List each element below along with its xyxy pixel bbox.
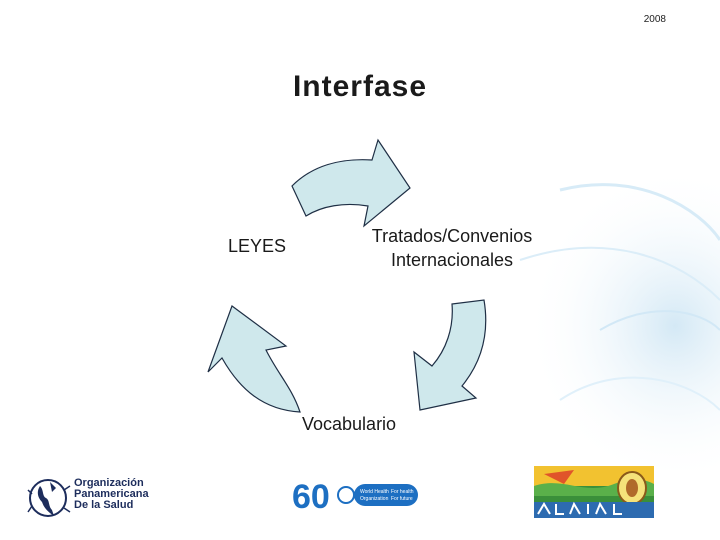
arrow-vocabulario-to-leyes bbox=[207, 305, 301, 413]
arrow-leyes-to-tratados bbox=[291, 138, 411, 228]
label-tratados-line1: Tratados/Convenios bbox=[371, 226, 533, 246]
svg-text:For health: For health bbox=[391, 489, 414, 495]
svg-text:Organization: Organization bbox=[360, 496, 389, 502]
year-label: 2008 bbox=[643, 14, 666, 25]
label-leyes: LEYES bbox=[228, 236, 287, 256]
svg-text:For future: For future bbox=[391, 496, 413, 502]
label-vocabulario: Vocabulario bbox=[302, 414, 397, 434]
paho-line3: De la Salud bbox=[74, 499, 134, 511]
arrow-tratados-to-vocabulario bbox=[413, 299, 487, 411]
svg-text:60: 60 bbox=[292, 478, 330, 512]
slide-title: Interfase bbox=[292, 70, 428, 103]
label-tratados: Tratados/Convenios Internacionales bbox=[352, 224, 552, 272]
who-60-logo: 60 World Health Organization For health … bbox=[292, 478, 418, 512]
paho-name: Organización Panamericana De la Salud bbox=[74, 478, 149, 511]
paho-line1: Organización bbox=[74, 477, 144, 489]
paho-logo: Organización Panamericana De la Salud bbox=[26, 472, 186, 522]
svg-text:World Health: World Health bbox=[360, 489, 389, 495]
globe-icon bbox=[27, 479, 71, 517]
label-tratados-line2: Internacionales bbox=[390, 250, 514, 270]
paho-line2: Panamericana bbox=[74, 488, 149, 500]
conference-emblem bbox=[534, 466, 654, 518]
